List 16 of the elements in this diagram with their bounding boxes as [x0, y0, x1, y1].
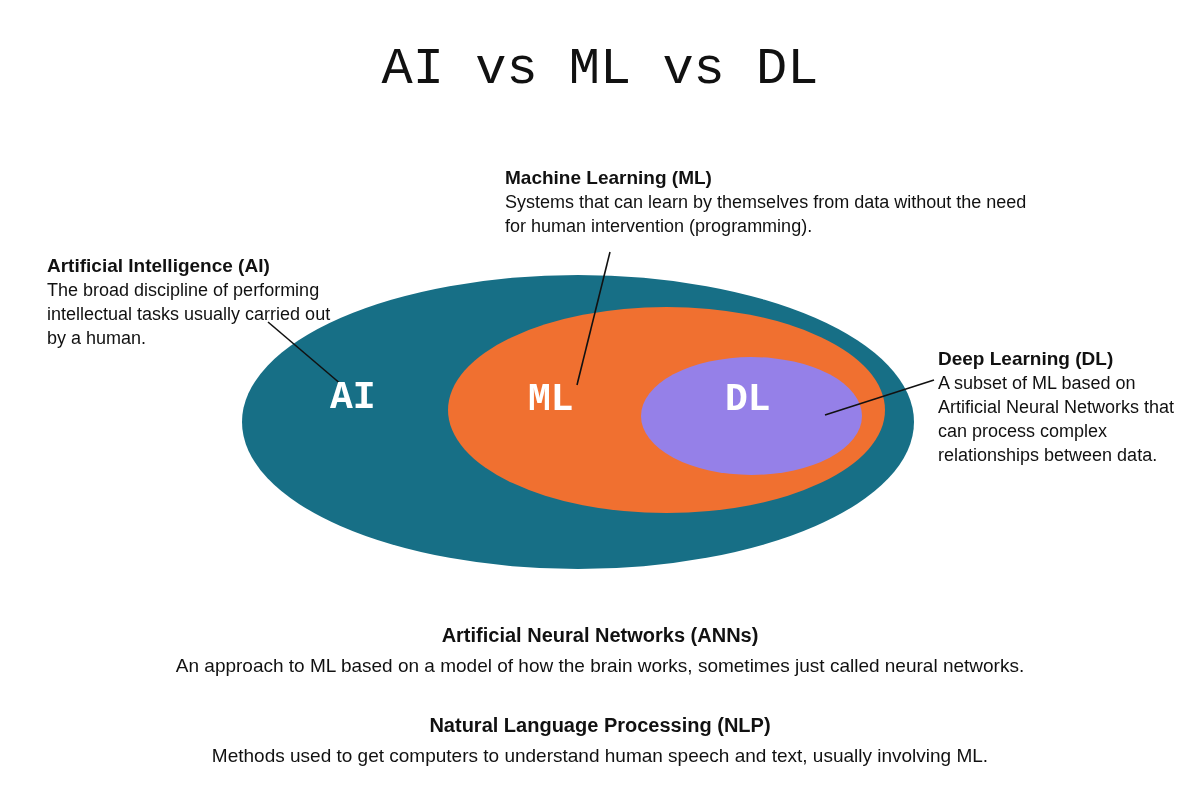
callout-text: A subset of ML based on Artificial Neural Networks that can process complex relationships between data.: [938, 372, 1176, 467]
region-label: AI: [330, 376, 376, 419]
term-heading: Artificial Neural Networks (ANNs): [440, 624, 760, 647]
leader-line: [576, 251, 611, 386]
leader-line: [824, 379, 935, 416]
callout-heading: Machine Learning (ML): [505, 166, 713, 190]
term-definition: Methods used to get computers to understand human speech and text, usually involving ML.: [210, 745, 990, 767]
region-label: DL: [725, 378, 771, 421]
term-definition: An approach to ML based on a model of how the brain works, sometimes just called neural networks.: [174, 655, 1026, 677]
diagram-title: AI vs ML vs DL: [380, 40, 820, 99]
callout-text: Systems that can learn by themselves from data without the need for human intervention (programming).: [505, 191, 1028, 238]
callout-text: The broad discipline of performing intellectual tasks usually carried out by a human.: [47, 279, 332, 350]
term-heading: Natural Language Processing (NLP): [428, 714, 772, 737]
region-label: ML: [528, 378, 574, 421]
callout-heading: Artificial Intelligence (AI): [47, 254, 271, 278]
callout-heading: Deep Learning (DL): [938, 347, 1115, 371]
